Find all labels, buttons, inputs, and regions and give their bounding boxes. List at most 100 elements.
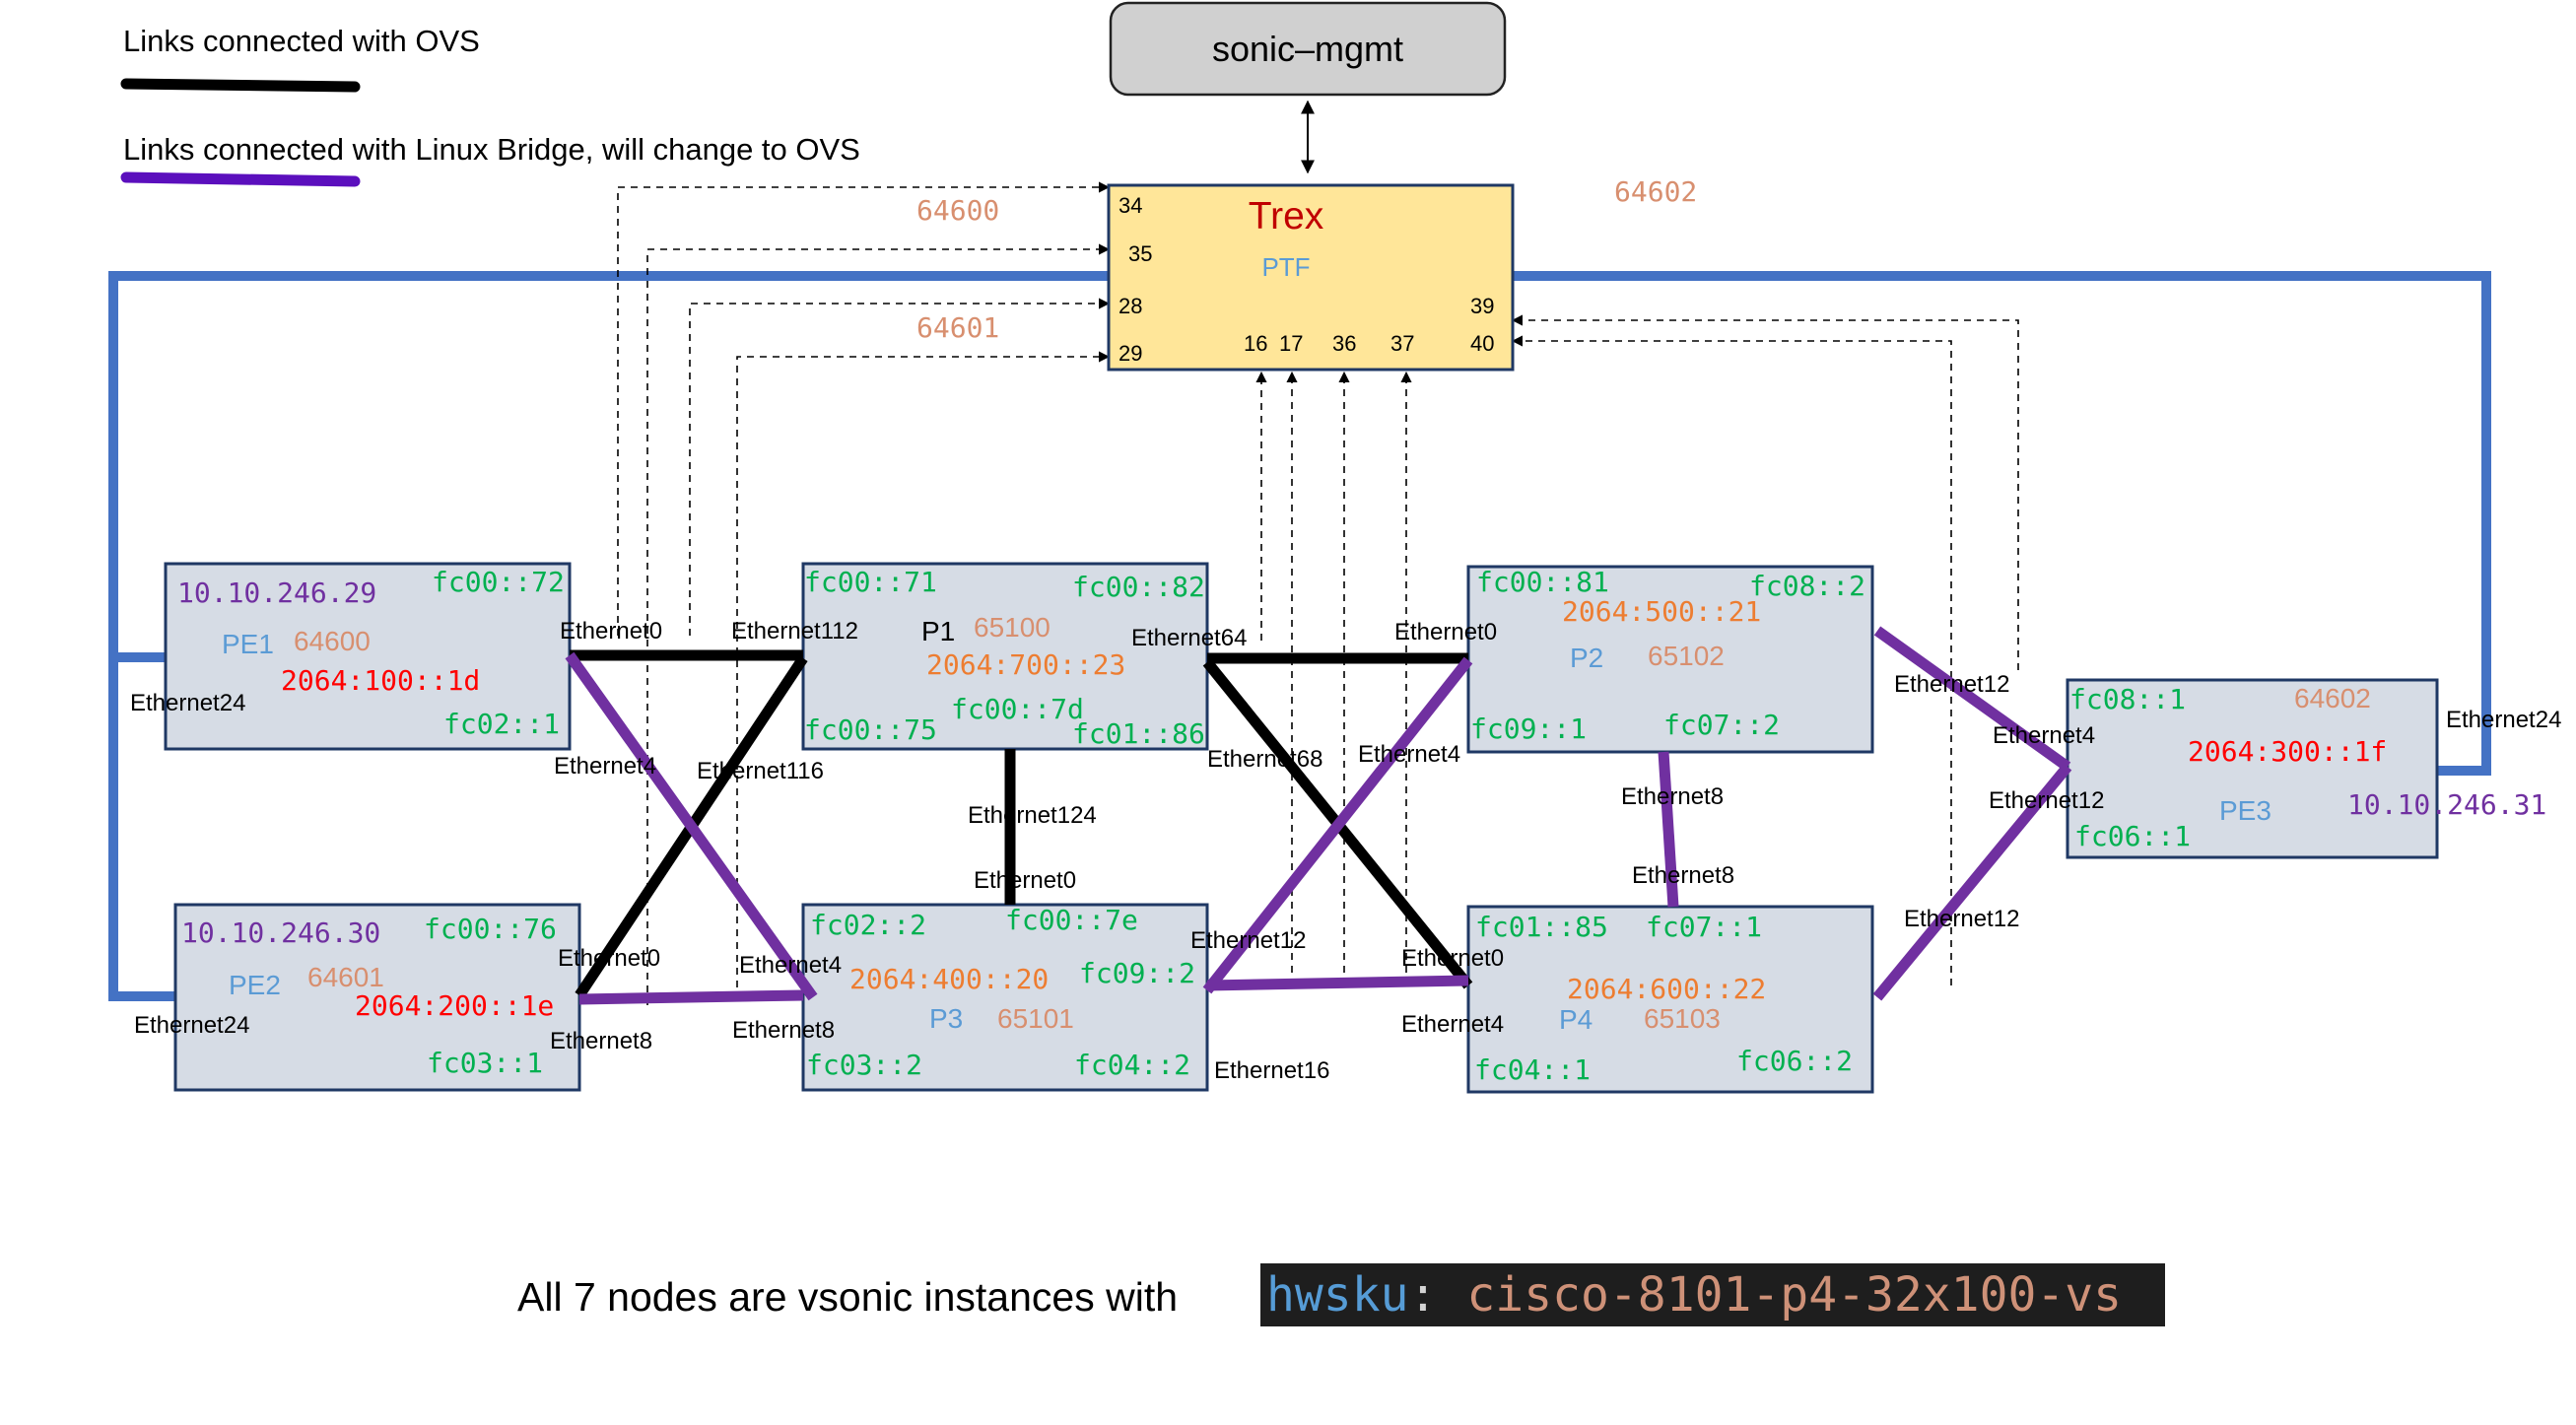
p1-addr-tr: fc00::82 xyxy=(1072,571,1205,603)
pe2-asn: 64601 xyxy=(307,962,384,992)
bridge-link-p2-pe3 xyxy=(1873,626,2071,772)
pe1-name: PE1 xyxy=(222,629,274,659)
pe2-addr-tr: fc00::76 xyxy=(424,913,557,945)
legend: Links connected with OVS Links connected… xyxy=(120,24,860,187)
legend-bridge-label: Links connected with Linux Bridge, will … xyxy=(123,132,860,167)
floating-asn-labels: 64600 64601 64602 xyxy=(916,175,1697,344)
pe1-addr-tr: fc00::72 xyxy=(432,566,565,598)
p1-eth124-label: Ethernet124 xyxy=(968,802,1097,829)
trex-port-37: 37 xyxy=(1390,331,1414,356)
p1-eth112-label: Ethernet112 xyxy=(731,618,858,645)
pe3-mgmt-ip: 10.10.246.31 xyxy=(2347,788,2546,821)
pe1-addr-br: fc02::1 xyxy=(443,708,560,740)
trex-port-35: 35 xyxy=(1128,241,1152,266)
p1-name: P1 xyxy=(921,616,955,646)
pe2-addr-br: fc03::1 xyxy=(427,1047,543,1079)
legend-ovs-label: Links connected with OVS xyxy=(123,24,480,58)
footer-code-bg xyxy=(1260,1263,2165,1326)
p4-eth12-label: Ethernet12 xyxy=(1904,906,2019,932)
bridge-link-pe2-p3 xyxy=(578,989,804,1005)
bridge-link-p2-p4 xyxy=(1658,751,1679,908)
pe3-eth24-label: Ethernet24 xyxy=(2446,707,2561,733)
p3-eth8-label: Ethernet8 xyxy=(732,1017,835,1044)
p2-addr-tr: fc08::2 xyxy=(1749,570,1865,602)
p3-name: P3 xyxy=(929,1003,963,1034)
pe1-eth24-label: Ethernet24 xyxy=(130,690,245,716)
p3-addr-tl: fc02::2 xyxy=(810,909,926,941)
node-pe3 xyxy=(2066,678,2439,859)
trex-port-40: 40 xyxy=(1470,331,1494,356)
p2-addr-tl: fc00::81 xyxy=(1476,566,1609,598)
bridge-link-p3-p2 xyxy=(1202,656,1473,994)
bridge-link-p3-p4 xyxy=(1206,975,1469,991)
node-boxes xyxy=(164,562,2439,1094)
ptf-link-40 xyxy=(1511,335,1952,985)
pe3-asn: 64602 xyxy=(2294,683,2371,713)
trex-port-29: 29 xyxy=(1119,341,1142,366)
p1-addr-br: fc01::86 xyxy=(1072,717,1205,750)
p4-asn: 65103 xyxy=(1644,1003,1721,1034)
p3-addr-tr: fc00::7e xyxy=(1005,904,1138,936)
node-p4 xyxy=(1466,905,1874,1094)
pe2-loopback: 2064:200::1e xyxy=(355,989,554,1022)
trex-port-36: 36 xyxy=(1332,331,1356,356)
p2-eth8-label: Ethernet8 xyxy=(1621,783,1724,810)
pe1-eth0-label: Ethernet0 xyxy=(560,618,662,645)
legend-bridge-swatch xyxy=(120,171,361,187)
pe3-addr-tl: fc08::1 xyxy=(2069,683,2186,715)
p4-addr-bl: fc04::1 xyxy=(1474,1053,1591,1086)
ptf-link-34 xyxy=(617,181,1111,636)
floating-asn-64600: 64600 xyxy=(916,194,999,227)
p1-addr-bl: fc00::75 xyxy=(804,713,937,746)
node-pe1 xyxy=(164,562,572,751)
pe3-loopback: 2064:300::1f xyxy=(2188,735,2387,768)
pe2-eth8-label: Ethernet8 xyxy=(550,1028,652,1054)
trex-port-17: 17 xyxy=(1279,331,1303,356)
p4-loopback: 2064:600::22 xyxy=(1567,973,1766,1005)
p1-eth116-label: Ethernet116 xyxy=(697,758,824,784)
footer-text: All 7 nodes are vsonic instances with xyxy=(517,1274,1178,1320)
p4-eth8-label: Ethernet8 xyxy=(1632,862,1734,889)
p3-eth4-label: Ethernet4 xyxy=(739,952,842,979)
ptf-link-39 xyxy=(1511,314,2019,670)
p3-addr-br: fc04::2 xyxy=(1074,1049,1190,1081)
trex-port-34: 34 xyxy=(1119,193,1142,218)
p2-eth4-label: Ethernet4 xyxy=(1358,741,1460,768)
pe1-mgmt-ip: 10.10.246.29 xyxy=(177,577,376,609)
pe3-addr-bl: fc06::1 xyxy=(2074,820,2191,852)
ptf-links xyxy=(617,181,2019,1005)
p1-eth64-label: Ethernet64 xyxy=(1131,625,1247,651)
trex-port-39: 39 xyxy=(1470,294,1494,318)
node-p3 xyxy=(801,903,1209,1092)
bridge-link-pe1-p3 xyxy=(565,651,818,1001)
sonic-mgmt-node: sonic–mgmt xyxy=(1109,1,1507,97)
footer-hwsku-value: cisco-8101-p4-32x100-vs xyxy=(1466,1267,2122,1323)
p4-addr-br: fc06::2 xyxy=(1736,1045,1853,1077)
p3-eth0-label: Ethernet0 xyxy=(974,867,1076,894)
node-labels: 10.10.246.29 fc00::72 PE1 64600 2064:100… xyxy=(177,566,2546,1086)
floating-asn-64601: 64601 xyxy=(916,311,999,344)
p1-eth68-label: Ethernet68 xyxy=(1207,746,1322,773)
p1-loopback: 2064:700::23 xyxy=(926,648,1125,681)
p2-addr-br: fc07::2 xyxy=(1663,709,1780,741)
pe3-eth4-label: Ethernet4 xyxy=(1993,722,2095,749)
trex-port-16: 16 xyxy=(1244,331,1267,356)
trex-subtitle: PTF xyxy=(1261,252,1310,282)
p3-addr-bl: fc03::2 xyxy=(806,1049,922,1081)
p3-eth12-label: Ethernet12 xyxy=(1190,927,1306,954)
interface-labels: Ethernet0 Ethernet24 Ethernet4 Ethernet1… xyxy=(130,618,2561,1084)
p4-eth0-label: Ethernet0 xyxy=(1401,945,1504,972)
p1-addr-bm: fc00::7d xyxy=(951,693,1084,725)
p2-eth0-label: Ethernet0 xyxy=(1394,619,1497,645)
p3-loopback: 2064:400::20 xyxy=(849,963,1049,995)
trex-port-28: 28 xyxy=(1119,294,1142,318)
trex-title: Trex xyxy=(1249,195,1324,238)
p3-asn: 65101 xyxy=(997,1003,1074,1034)
pe1-eth4-label: Ethernet4 xyxy=(554,753,656,780)
p3-eth16-label: Ethernet16 xyxy=(1214,1057,1329,1084)
bridge-links xyxy=(565,626,2072,1005)
bridge-link-p4-pe3 xyxy=(1872,763,2072,1001)
p4-addr-tr: fc07::1 xyxy=(1646,911,1762,943)
sonic-mgmt-label: sonic–mgmt xyxy=(1212,29,1403,69)
footer-hwsku-key: hwsku xyxy=(1266,1267,1409,1323)
